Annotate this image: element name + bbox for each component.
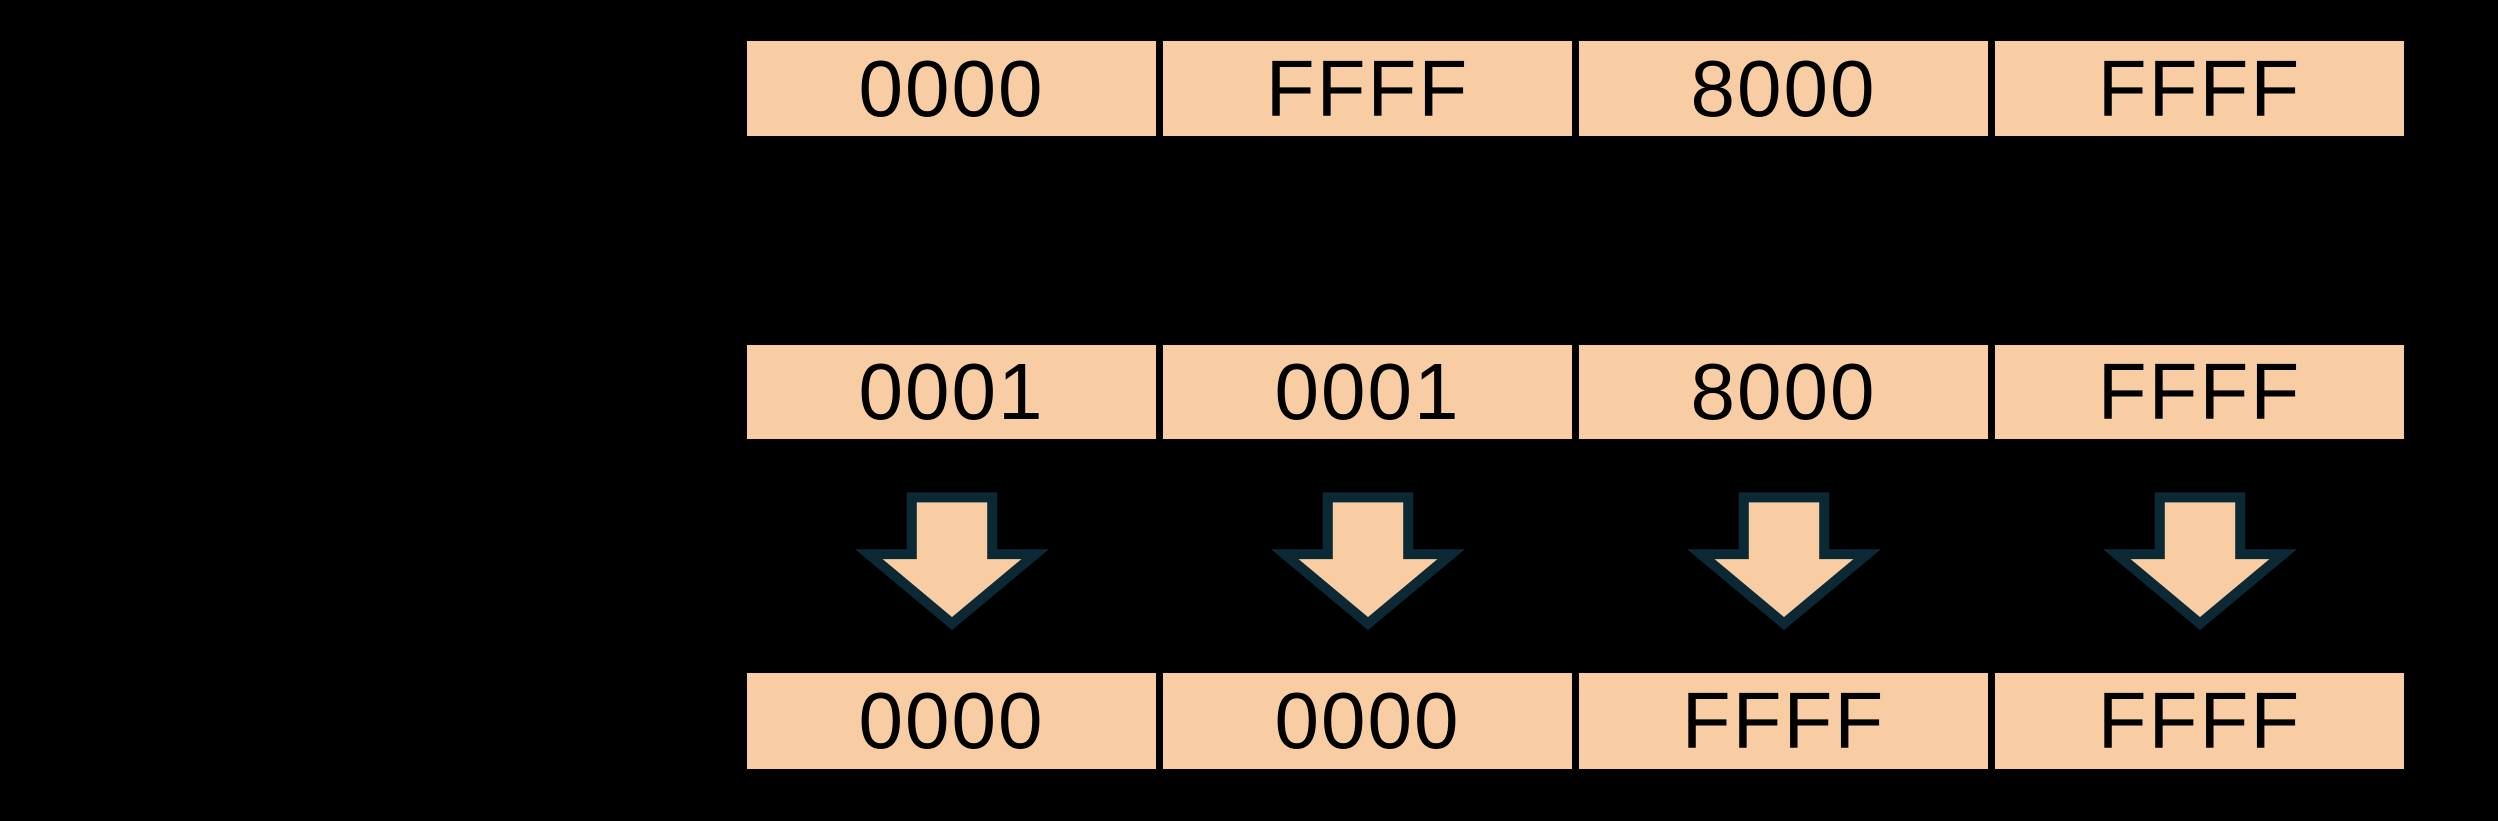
hex-cell: 8000 xyxy=(1579,345,1988,439)
hex-cell: FFFF xyxy=(1579,673,1988,769)
hex-cell: 0000 xyxy=(747,41,1156,136)
hex-cell: FFFF xyxy=(1995,673,2404,769)
hex-cell: 0000 xyxy=(1163,673,1572,769)
down-arrow-icon xyxy=(1579,491,1988,630)
hex-row-top: 0000 FFFF 8000 FFFF xyxy=(747,41,2404,136)
down-arrow-icon xyxy=(747,491,1156,630)
hex-cell: FFFF xyxy=(1995,345,2404,439)
hex-cell: FFFF xyxy=(1163,41,1572,136)
down-arrow-icon xyxy=(1163,491,1572,630)
hex-cell: FFFF xyxy=(1995,41,2404,136)
hex-row-bottom: 0000 0000 FFFF FFFF xyxy=(747,673,2404,769)
hex-cell: 8000 xyxy=(1579,41,1988,136)
hex-cell: 0001 xyxy=(747,345,1156,439)
hex-cell: 0001 xyxy=(1163,345,1572,439)
down-arrow-icon xyxy=(1995,491,2404,630)
arrow-band xyxy=(747,491,2404,630)
hex-row-middle: 0001 0001 8000 FFFF xyxy=(747,345,2404,439)
hex-cell: 0000 xyxy=(747,673,1156,769)
